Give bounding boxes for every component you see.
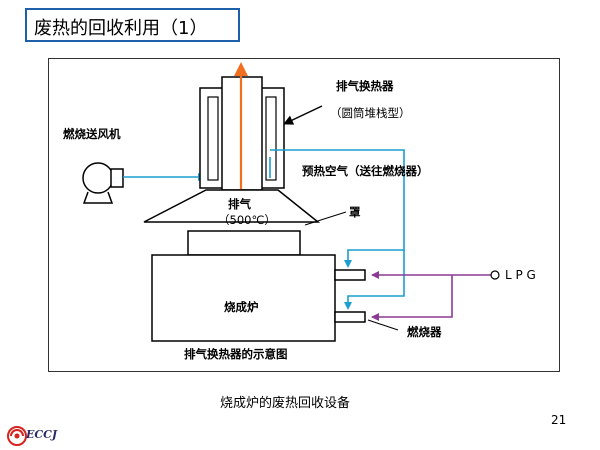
lpg-label: L P G — [505, 268, 536, 282]
kiln — [151, 230, 336, 342]
eccj-logo-icon — [7, 426, 27, 446]
hood — [143, 189, 347, 226]
burner-pointer-line — [367, 319, 399, 331]
diagram-frame — [48, 58, 560, 372]
lpg-line — [371, 270, 500, 321]
exhaust-arrow — [234, 62, 248, 190]
preheated-air-line — [269, 149, 405, 310]
exhaust-temp-label: （500℃） — [218, 213, 276, 227]
schematic-label: 排气换热器的示意图 — [184, 347, 288, 361]
burner-upper — [334, 269, 366, 281]
exhaust-label: 排气 — [228, 197, 251, 211]
slide-title-box: 废热的回收利用（1） — [25, 8, 240, 42]
hx-type-label: （圆筒堆栈型） — [330, 106, 411, 120]
burner-fan-label: 燃烧送风机 — [63, 127, 121, 141]
burner-label: 燃烧器 — [407, 325, 442, 339]
preheated-air-label: 预热空气（送往燃烧器） — [302, 164, 429, 178]
hood-label: 罩 — [349, 205, 361, 219]
slide-title: 废热的回收利用（1） — [34, 18, 208, 39]
hx-pointer-arrow — [283, 105, 323, 125]
logo-text: ECCJ — [26, 428, 58, 441]
burner-lower — [334, 311, 366, 323]
page-number: 21 — [551, 413, 567, 427]
kiln-label: 烧成炉 — [224, 300, 259, 314]
exhaust-hx-label: 排气换热器 — [336, 79, 394, 93]
slide-caption: 烧成炉的废热回收设备 — [220, 396, 351, 411]
blower-fan — [82, 162, 124, 204]
